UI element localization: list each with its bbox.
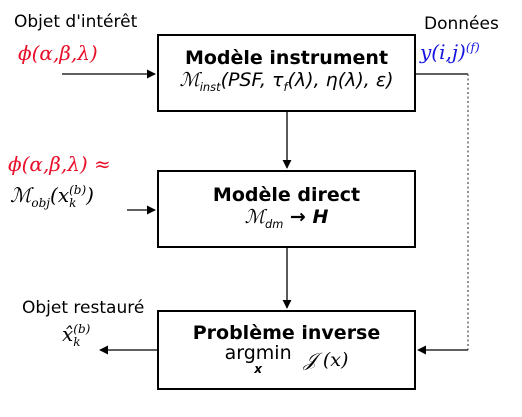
inverse-problem-formula: argmin x 𝒥 (x)	[159, 342, 414, 376]
argmin-variable: x	[254, 362, 262, 376]
inverse-problem-box: Problème inverse argmin x 𝒥 (x)	[157, 310, 416, 390]
restored-object-subscript: k	[73, 334, 81, 349]
argmin-operator: argmin x	[224, 342, 292, 376]
direct-model-box: Modèle direct ℳdm → H	[157, 170, 416, 248]
data-symbol-superscript: (f)	[465, 40, 480, 55]
instrument-model-title: Modèle instrument	[184, 47, 389, 69]
instrument-model-args: (PSF, τ	[220, 69, 284, 91]
data-label: Données	[424, 14, 499, 34]
restored-object-superscript: (b)	[73, 321, 91, 336]
instrument-model-symbol: ℳ	[179, 69, 200, 91]
object-model-close: )	[86, 183, 94, 207]
argmin-label: argmin	[224, 342, 292, 364]
direct-model-symbol: ℳ	[244, 206, 265, 228]
object-model-arg-superscript: (b)	[69, 182, 87, 197]
criterion-expression: 𝒥 (x)	[303, 348, 349, 371]
restored-object-label: Objet restauré	[22, 298, 145, 318]
object-model-arg-subscript: k	[69, 195, 77, 210]
direct-model-subscript: dm	[264, 216, 284, 231]
approx-phi-symbol: ϕ(α,β,λ) ≈	[8, 152, 111, 176]
data-symbol-main: y(i,j)	[420, 40, 466, 64]
restored-object-main: x̂	[62, 322, 74, 346]
direct-model-operator: → H	[283, 206, 329, 228]
instrument-model-args-subscript: f	[283, 79, 288, 94]
direct-model-title: Modèle direct	[212, 184, 361, 206]
object-phi-symbol: ϕ(α,β,λ)	[18, 41, 98, 65]
object-of-interest-label: Objet d'intérêt	[14, 12, 138, 32]
object-model-expression: ℳobj(x(b)k)	[10, 183, 94, 210]
data-symbol: y(i,j)(f)	[420, 40, 480, 64]
object-model-symbol: ℳ	[10, 183, 32, 207]
instrument-model-box: Modèle instrument ℳinst(PSF, τf(λ), η(λ)…	[157, 34, 416, 112]
object-model-subscript: obj	[31, 196, 51, 210]
instrument-model-subscript: inst	[199, 79, 221, 94]
object-model-arg: (x	[50, 183, 70, 207]
restored-object-symbol: x̂(b)k	[62, 322, 90, 348]
direct-model-formula: ℳdm → H	[159, 206, 414, 231]
instrument-model-formula: ℳinst(PSF, τf(λ), η(λ), ε)	[159, 69, 414, 94]
inverse-problem-title: Problème inverse	[192, 322, 381, 344]
instrument-model-args-rest: (λ), η(λ), ε)	[287, 69, 394, 91]
